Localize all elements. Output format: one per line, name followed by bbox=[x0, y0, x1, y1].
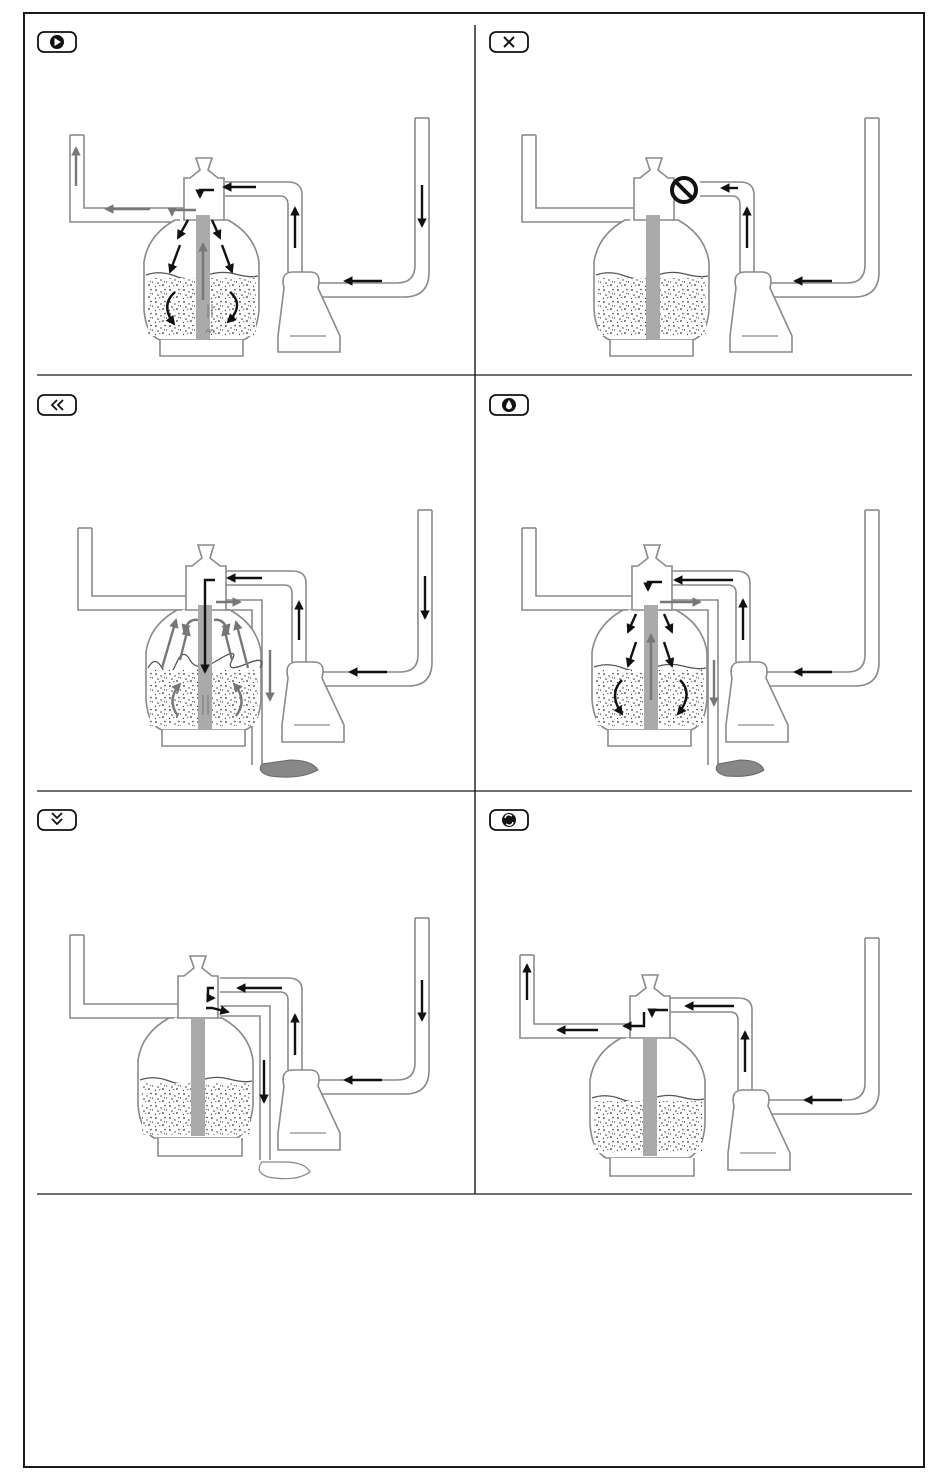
panel-waste bbox=[38, 810, 429, 1179]
panel-backwash bbox=[38, 395, 432, 777]
x-icon bbox=[490, 32, 528, 52]
panel-closed bbox=[490, 32, 879, 356]
recirculate-system-drawing bbox=[520, 938, 879, 1176]
backwash-system-drawing bbox=[78, 510, 432, 777]
double-chevron-left-icon bbox=[38, 395, 76, 415]
recirculate-icon bbox=[490, 810, 528, 830]
closed-system-drawing bbox=[522, 118, 879, 356]
rinse-system-drawing bbox=[522, 510, 879, 776]
waste-system-drawing bbox=[70, 918, 429, 1179]
filter-system-drawing bbox=[70, 118, 429, 356]
water-drop-icon bbox=[490, 395, 528, 415]
panel-rinse bbox=[490, 395, 879, 776]
play-icon bbox=[38, 32, 76, 52]
panel-filter bbox=[38, 32, 429, 356]
panel-recirculate bbox=[490, 810, 879, 1176]
blocked-icon bbox=[672, 178, 696, 202]
double-chevron-down-icon bbox=[38, 810, 76, 830]
